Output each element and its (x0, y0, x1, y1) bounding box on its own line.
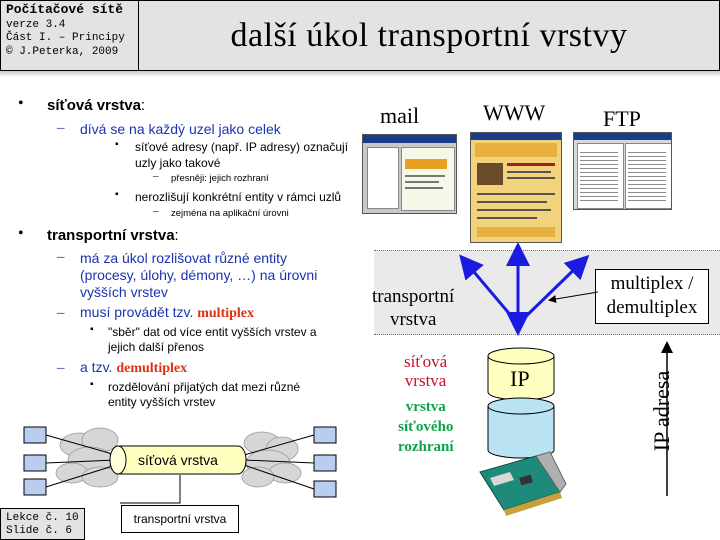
interface-layer-label-l2: síťového (398, 419, 454, 435)
network-layer-label: síťová vrstva (404, 352, 447, 390)
square-bullet-4: ▪ (90, 379, 94, 390)
dash-note-1: – (153, 170, 159, 182)
pipe-end (109, 445, 127, 475)
item-distribute-l1: rozdělování přijatých dat mezi různé (108, 380, 301, 394)
layer-arrows (459, 242, 673, 516)
network-layer-label-l1: síťová (404, 352, 448, 371)
sub-distinguish-l3: vyšších vrstev (80, 284, 168, 300)
sub-multiplex-text: musí provádět tzv. (80, 304, 198, 320)
left-box-3 (23, 478, 47, 496)
note-application: zejména na aplikační úrovni (171, 208, 289, 219)
interface-layer-label: vrstva síťového rozhraní (398, 397, 454, 457)
ip-address-label: IP adresa (649, 370, 674, 452)
sub-distinguish-l2: (procesy, úlohy, démony, …) na úrovni (80, 267, 318, 283)
ftp-label: FTP (603, 106, 641, 131)
right-box-3 (313, 480, 337, 498)
item-no-entities: nerozlišují konkrétní entity v rámci uzl… (135, 190, 342, 204)
ip-cylinder (487, 347, 555, 401)
note-interfaces: přesněji: jejich rozhraní (171, 173, 269, 184)
www-label: WWW (483, 100, 546, 125)
bottom-transport-box: transportní vrstva (121, 505, 239, 533)
demultiplex-term: demultiplex (116, 361, 188, 376)
square-bullet-2: ▪ (115, 189, 119, 200)
bullet-network-layer: síťová vrstva: (47, 97, 145, 114)
net-layer-pipe-label: síťová vrstva (138, 452, 218, 468)
sub-demultiplex: a tzv. demultiplex (80, 359, 187, 377)
sub-demultiplex-text: a tzv. (80, 359, 117, 375)
bullet-dot-1: • (18, 95, 24, 112)
footer-box: Lekce č. 10 Slide č. 6 (0, 508, 85, 540)
arrow-to-mail (459, 254, 520, 325)
left-cloud (55, 427, 119, 488)
slide-number: Slide č. 6 (6, 525, 73, 537)
blue-arrows (459, 242, 590, 336)
bullet-transport-layer-label: transportní vrstva (47, 227, 175, 244)
course-info-box: Počítačové sítě verze 3.4 Část I. – Prin… (0, 0, 139, 71)
lesson-number: Lekce č. 10 (6, 512, 79, 524)
interface-layer-label-l1: vrstva (405, 399, 446, 415)
multiplex-box: multiplex / demultiplex (595, 269, 709, 324)
item-collect-l2: jejich další přenos (108, 340, 205, 354)
mail-label: mail (380, 103, 420, 128)
bullet-dot-2: • (18, 225, 24, 242)
interface-layer-label-l3: rozhraní (398, 439, 454, 455)
bullet-transport-layer: transportní vrstva: (47, 227, 179, 244)
multiplex-term: multiplex (197, 306, 255, 321)
dash-2: – (57, 249, 65, 265)
right-box-2 (313, 454, 337, 472)
bullet-network-layer-label: síťová vrstva (47, 97, 141, 114)
item-addresses-l1: síťové adresy (např. IP adresy) označují (135, 140, 349, 154)
dash-1: – (57, 120, 65, 136)
course-copyright: © J.Peterka, 2009 (6, 45, 119, 58)
mux-pointer (548, 291, 599, 303)
slide-title: další úkol transportní vrstvy (230, 16, 628, 54)
item-addresses-l2: uzly jako takové (135, 156, 221, 170)
sub-looks-at-node: dívá se na každý uzel jako celek (80, 121, 281, 137)
right-box-1 (313, 426, 337, 444)
transport-layer-label-l1: transportní (372, 286, 455, 307)
dash-note-2: – (153, 205, 159, 217)
network-layer-label-l2: vrstva (404, 371, 447, 390)
arrow-to-ftp (516, 254, 590, 326)
item-distribute-l2: entity vyšších vrstev (108, 395, 216, 409)
left-box-1 (23, 426, 47, 444)
dash-4: – (57, 360, 65, 376)
pipe-body (117, 445, 247, 475)
course-title: Počítačové sítě (6, 2, 124, 17)
bullet-transport-layer-colon: : (174, 227, 179, 244)
sub-distinguish-l1: má za úkol rozlišovat různé entity (80, 250, 287, 266)
right-cloud (241, 431, 302, 488)
network-card-icon (479, 451, 567, 516)
title-shadow (0, 71, 720, 77)
pipe-connectors (45, 434, 315, 504)
square-bullet-3: ▪ (90, 324, 94, 335)
course-part: Část I. – Principy (6, 32, 125, 44)
dash-3: – (57, 305, 65, 321)
square-bullet-1: ▪ (115, 139, 119, 150)
transport-layer-label: transportní vrstva (372, 285, 454, 331)
course-version: verze 3.4 (6, 18, 66, 31)
multiplex-label-l2: demultiplex (606, 297, 698, 318)
ftp-screenshot (573, 132, 672, 210)
sub-multiplex: musí provádět tzv. multiplex (80, 304, 254, 322)
network-pipe-diagram: síťová vrstva (23, 426, 337, 504)
bullet-network-layer-colon: : (140, 97, 146, 114)
mail-screenshot (362, 134, 457, 214)
ip-label: IP (510, 366, 530, 391)
transport-layer-label-l2: vrstva (389, 309, 437, 330)
interface-cylinder (487, 397, 555, 459)
multiplex-label-l1: multiplex / (610, 273, 694, 294)
left-box-2 (23, 454, 47, 472)
www-screenshot (470, 132, 562, 243)
title-bar: další úkol transportní vrstvy (139, 0, 720, 71)
item-collect-l1: "sběr" dat od více entit vyšších vrstev … (108, 325, 317, 339)
